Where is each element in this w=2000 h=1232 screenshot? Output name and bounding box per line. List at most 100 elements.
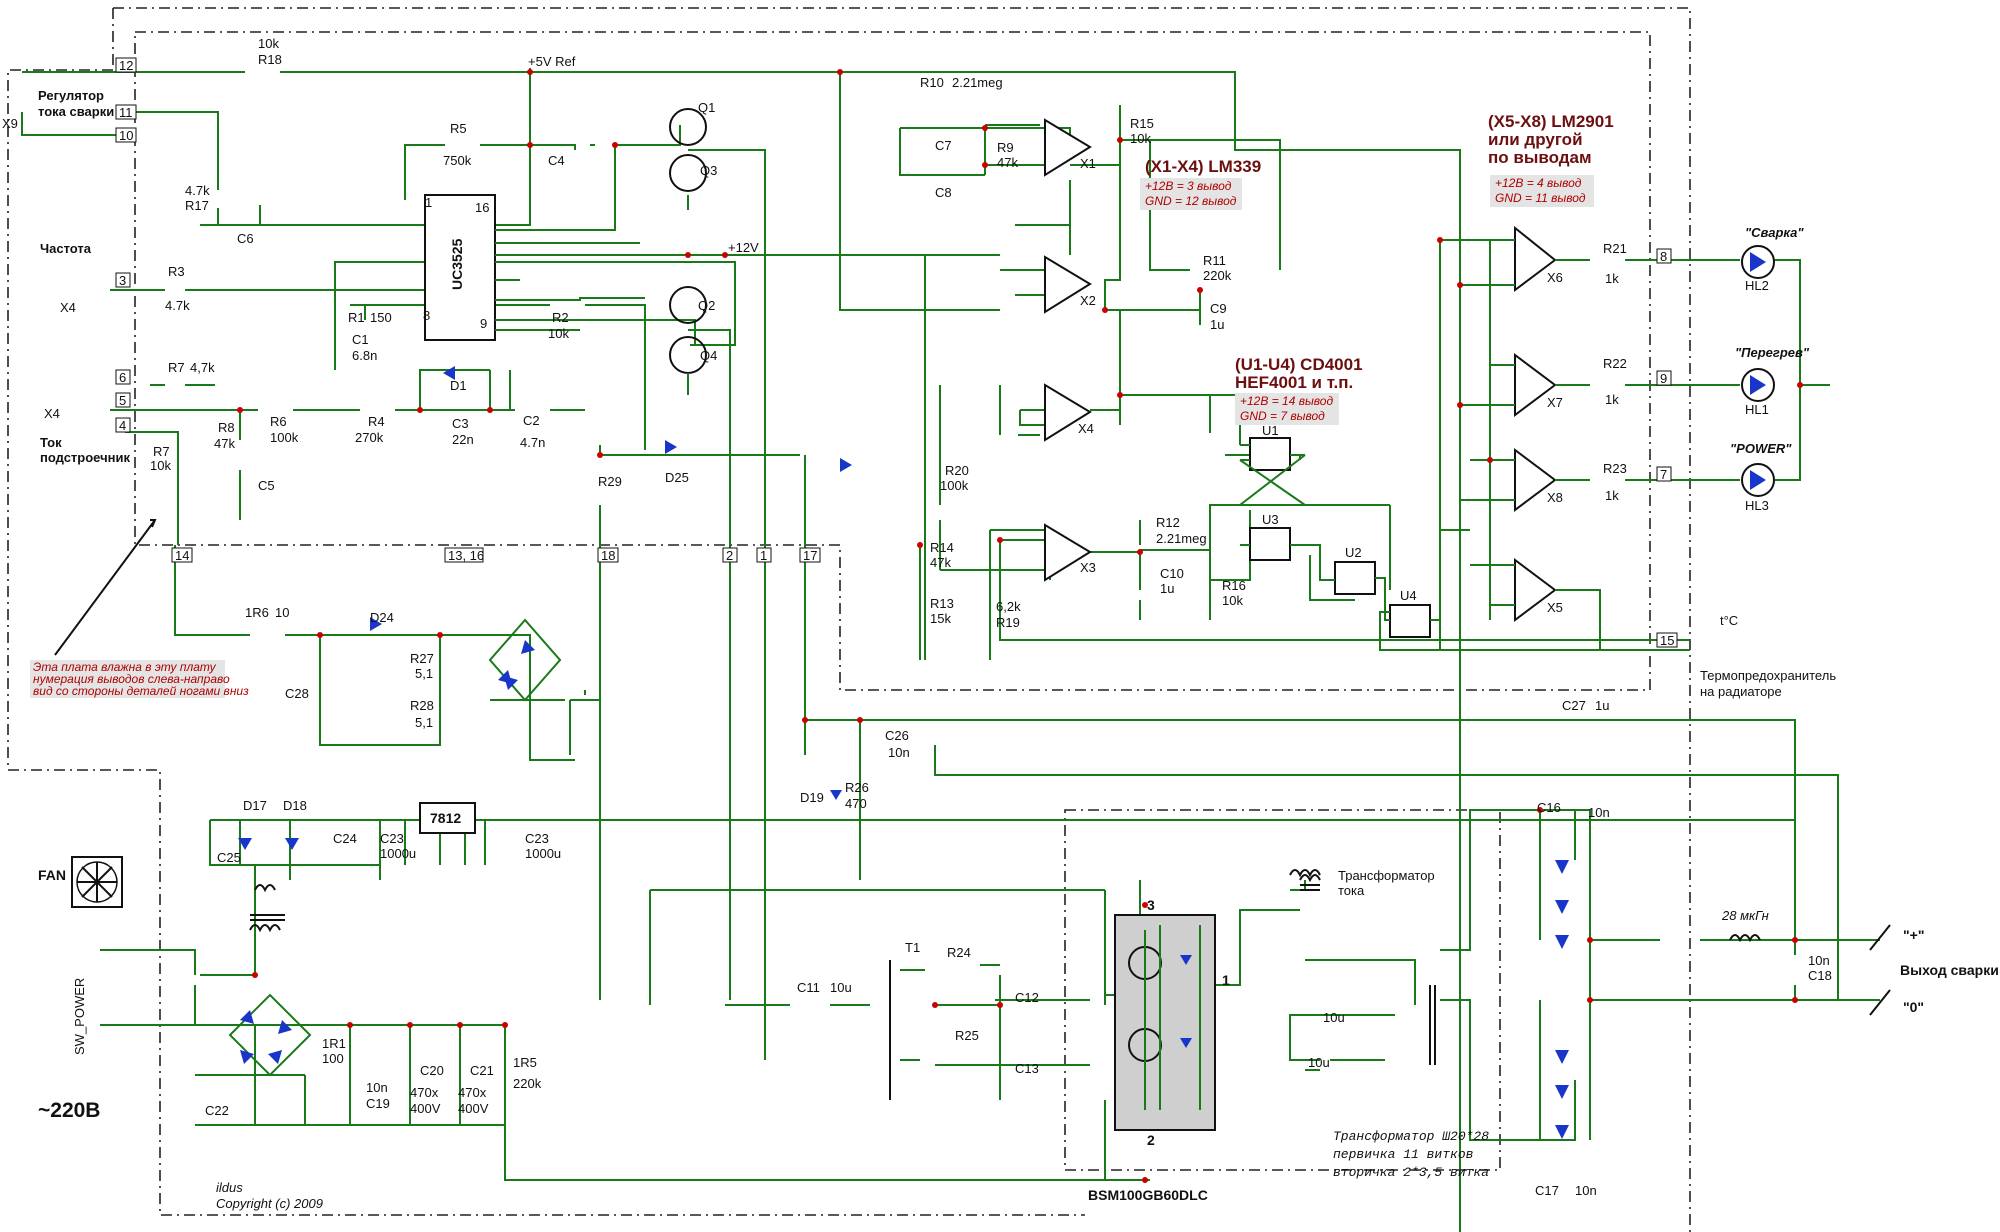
r17-ref: R17 (185, 198, 209, 213)
led-labels: "Сварка" HL2 "Перегрев" HL1 "POWER" HL3 (1730, 225, 1810, 513)
r5b-ref: 1R5 (513, 1055, 537, 1070)
uc3525-pin16: 16 (475, 200, 489, 215)
r14-value: 47k (930, 555, 951, 570)
cd4001-title: (U1-U4) CD4001 (1235, 355, 1363, 374)
c16-ref: C16 (1537, 800, 1561, 815)
sw-label: SW_POWER (72, 978, 87, 1055)
r1b-value: 100 (322, 1051, 344, 1066)
c18-value: 10n (1808, 953, 1830, 968)
c4-ref: C4 (548, 153, 565, 168)
r23-ref: R23 (1603, 461, 1627, 476)
pin-5: 5 (119, 393, 126, 408)
q1-label: Q1 (698, 100, 715, 115)
uc3525-label: UC3525 (449, 238, 465, 290)
d18-ref: D18 (283, 798, 307, 813)
igbt-pin1: 1 (1222, 972, 1230, 988)
r12-value: 2.21meg (1156, 531, 1207, 546)
mains-label: ~220В (38, 1099, 100, 1122)
x9-ref: X9 (2, 116, 18, 131)
r7b-value: 10k (150, 458, 171, 473)
r18-ref: R18 (258, 52, 282, 67)
r15-value: 10k (1130, 131, 1151, 146)
c23a-ref: C23 (380, 831, 404, 846)
d17-ref: D17 (243, 798, 267, 813)
pin-9: 9 (1660, 371, 1667, 386)
u1-label: U1 (1262, 423, 1279, 438)
r21-ref: R21 (1603, 241, 1627, 256)
pin-2: 2 (726, 548, 733, 563)
r6-value: 100k (270, 430, 299, 445)
c8-ref: C8 (935, 185, 952, 200)
c10u-b: 10u (1308, 1055, 1330, 1070)
r16-ref: R16 (1222, 578, 1246, 593)
c26-ref: C26 (885, 728, 909, 743)
c17-value: 10n (1575, 1183, 1597, 1198)
c13-ref: C13 (1015, 1061, 1039, 1076)
pin-6: 6 (119, 370, 126, 385)
x8-label: X8 (1547, 490, 1563, 505)
r15-ref: R15 (1130, 116, 1154, 131)
r11-value: 220k (1203, 268, 1232, 283)
c11-value: 10u (830, 980, 852, 995)
trafo-label-1: Трансформатор Ш20*28 (1333, 1129, 1489, 1144)
output-terminals (1869, 924, 1891, 1016)
tc-label: t°C (1720, 613, 1738, 628)
led-weld-label: "Сварка" (1745, 225, 1804, 240)
cd4001-alt: HEF4001 и т.п. (1235, 373, 1353, 392)
regulator-7812: 7812 (419, 802, 476, 834)
pin-12: 12 (119, 58, 133, 73)
c21-value-2: 400V (458, 1101, 489, 1116)
transistors: Q1 Q3 Q2 Q4 +12V (669, 100, 926, 1060)
c10-value: 1u (1160, 581, 1174, 596)
r1b-ref: 1R1 (322, 1036, 346, 1051)
c20-ref: C20 (420, 1063, 444, 1078)
lm2901-title: (X5-X8) LM2901 (1488, 112, 1614, 131)
r28-value: 5,1 (415, 715, 433, 730)
c9-value: 1u (1210, 317, 1224, 332)
pin-7: 7 (1660, 467, 1667, 482)
r29-ref: R29 (598, 474, 622, 489)
fan-label: FAN (38, 867, 66, 883)
wiring-top (21, 68, 1461, 1232)
r1-value: 150 (370, 310, 392, 325)
lm2901-subtitle-2: по выводам (1488, 148, 1592, 167)
r27-ref: R27 (410, 651, 434, 666)
hl1-ref: HL1 (1745, 402, 1769, 417)
r13-value: 15k (930, 611, 951, 626)
r6-ref: R6 (270, 414, 287, 429)
control-labels: Регулятор тока сварки Частота Ток подстр… (38, 88, 130, 465)
r26-ref: R26 (845, 780, 869, 795)
c11-ref: C11 (797, 980, 820, 995)
r10-ref: R10 (920, 75, 944, 90)
lm339-pin-vcc: +12В = 3 вывод (1145, 179, 1232, 193)
c17-ref: C17 (1535, 1183, 1559, 1198)
c7-ref: C7 (935, 138, 952, 153)
igbt-pin2: 2 (1147, 1132, 1155, 1148)
c2-ref: C2 (523, 413, 540, 428)
x7-label: X7 (1547, 395, 1563, 410)
lm339-pin-gnd: GND = 12 вывод (1145, 194, 1237, 208)
igbt-label: BSM100GB60DLC (1088, 1187, 1208, 1203)
c26-value: 10n (888, 745, 910, 760)
current-reg-label-1: Регулятор (38, 88, 104, 103)
r5b-value: 220k (513, 1076, 542, 1091)
c21-value-1: 470x (458, 1085, 487, 1100)
ct-label-1: Трансформатор (1338, 868, 1435, 883)
r6b-value: 10 (275, 605, 289, 620)
r5-ref: R5 (450, 121, 467, 136)
lm339-comparators: X1 X2 X4 X3 (1044, 118, 1096, 582)
uc3525-pin1: 1 (425, 195, 432, 210)
r19-ref: R19 (996, 615, 1020, 630)
q3-label: Q3 (700, 163, 717, 178)
u2-label: U2 (1345, 545, 1362, 560)
ic-notes: (X1-X4) LM339 +12В = 3 вывод GND = 12 вы… (1140, 112, 1614, 425)
trafo-label-2: первичка 11 витков (1333, 1147, 1474, 1162)
c3-ref: C3 (452, 416, 469, 431)
r17-value: 4.7k (185, 183, 210, 198)
c23b-ref: C23 (525, 831, 549, 846)
thermo-label-1: Термопредохранитель (1700, 668, 1836, 683)
component-labels: 10k R18 +5V Ref X9 R5 750k C4 4.7k R17 C… (2, 36, 1999, 1211)
transformer-symbols (249, 869, 1761, 1100)
lm2901-section: X6 X7 X8 X5 (1439, 225, 1830, 650)
